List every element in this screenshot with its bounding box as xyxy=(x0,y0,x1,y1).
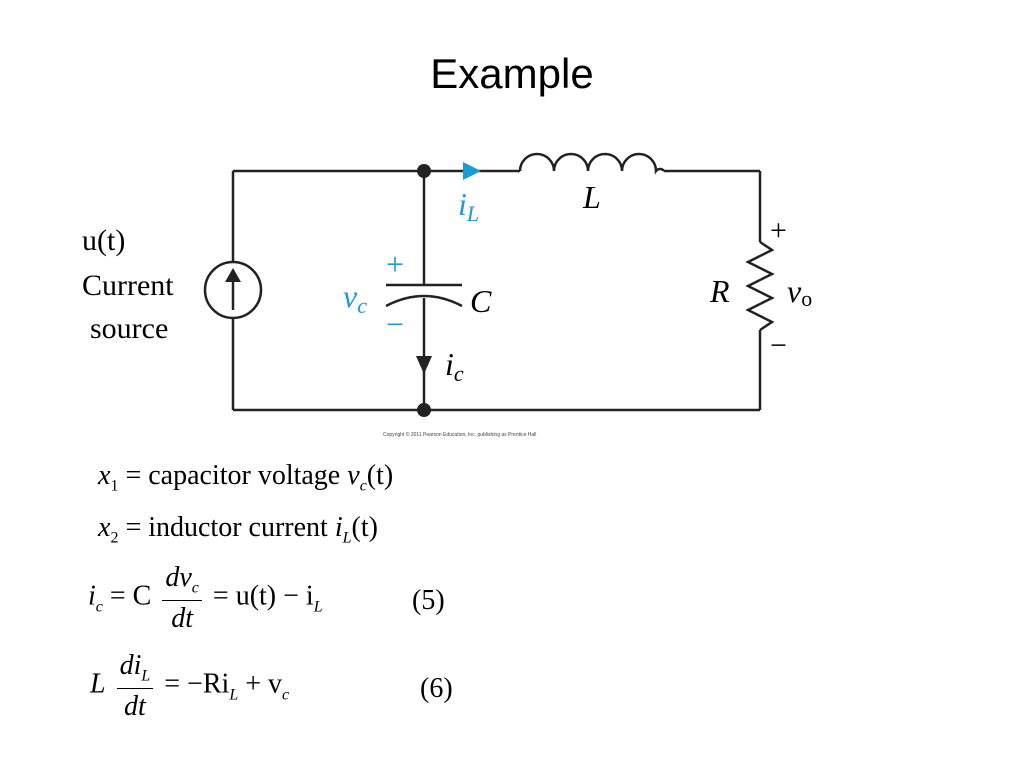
inductor-current-arrow xyxy=(463,162,481,180)
eq-x2: x2 = inductor current iL(t) xyxy=(98,512,378,547)
node-top xyxy=(417,164,431,178)
cap-current-sub: c xyxy=(454,361,464,386)
capacitor-label: C xyxy=(470,283,492,319)
source-label-ut: u(t) xyxy=(82,224,125,257)
current-source-circle xyxy=(203,260,263,320)
copyright-note: Copyright © 2011 Pearson Education, Inc.… xyxy=(383,431,536,438)
cap-plus-sign: + xyxy=(386,246,404,282)
cap-minus-sign: − xyxy=(386,306,404,342)
resistor-zigzag xyxy=(745,240,775,332)
source-label-current: Current xyxy=(82,269,174,302)
out-minus-sign: − xyxy=(770,329,787,362)
eq-x1: x1 = capacitor voltage vc(t) xyxy=(98,460,394,495)
out-voltage-sub: o xyxy=(801,286,812,311)
inductor-current-sub: L xyxy=(466,201,479,226)
slide-title: Example xyxy=(430,50,594,97)
eq-5-number: (5) xyxy=(412,585,445,616)
capacitor-plate-bottom xyxy=(385,294,463,308)
cap-voltage-label: vc xyxy=(343,278,367,318)
source-label-source: source xyxy=(90,312,168,345)
resistor-label: R xyxy=(709,273,730,309)
cap-voltage-sub: c xyxy=(357,293,367,318)
inductor-current-label: iL xyxy=(458,186,479,226)
out-voltage-label: vo xyxy=(787,273,812,311)
current-source-arrow-head xyxy=(225,268,241,282)
eq-6-number: (6) xyxy=(420,673,453,704)
circuit-diagram: u(t) Current source iL L + − vc C ic R +… xyxy=(82,152,812,438)
out-plus-sign: + xyxy=(770,214,787,247)
capacitor-current-arrow xyxy=(416,356,432,374)
inductor-label: L xyxy=(582,179,601,215)
inductor-coil xyxy=(518,152,665,175)
cap-current-label: ic xyxy=(445,346,464,386)
node-bottom xyxy=(417,403,431,417)
